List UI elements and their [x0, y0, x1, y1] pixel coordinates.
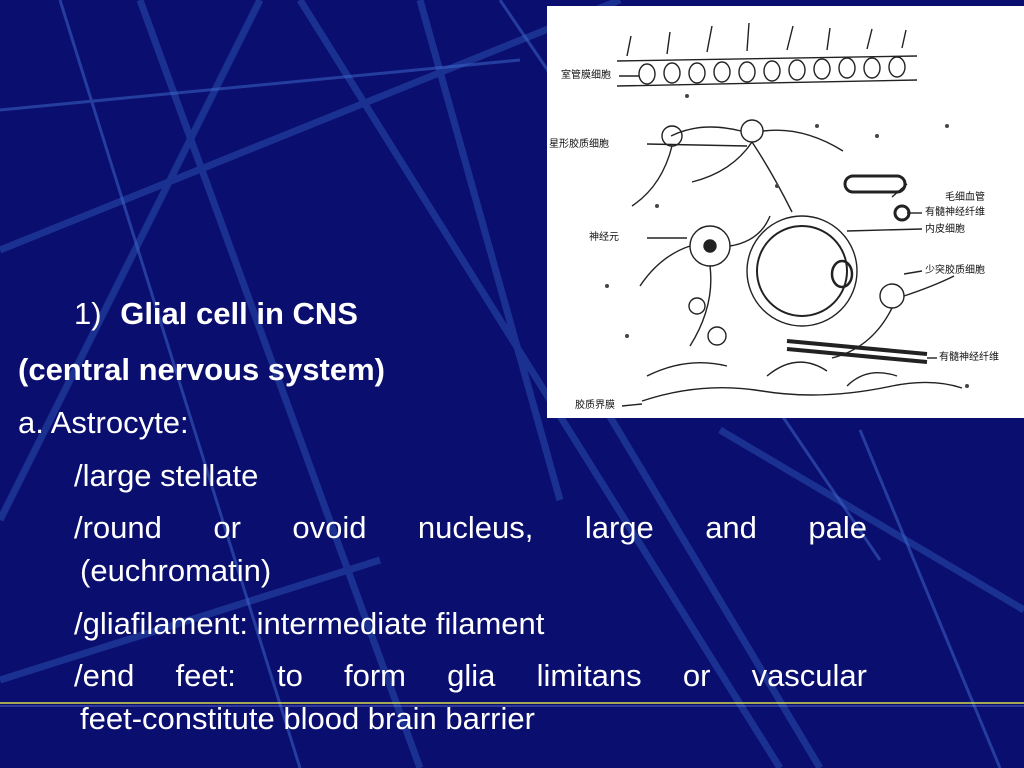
- word: and: [705, 510, 757, 545]
- label-myelinated-fiber-1: 有髓神经纤维: [925, 207, 985, 218]
- label-neuron: 神经元: [589, 232, 619, 243]
- word: form: [344, 658, 406, 693]
- label-ependymal-cell: 室管膜细胞: [561, 70, 611, 81]
- bullet-large-stellate: /large stellate: [74, 458, 259, 493]
- label-oligodendrocyte: 少突胶质细胞: [925, 265, 985, 276]
- bullet-end-feet-continued: feet-constitute blood brain barrier: [80, 701, 535, 736]
- word: glia: [447, 658, 496, 693]
- word: limitans: [536, 658, 642, 693]
- word: or: [213, 510, 241, 545]
- label-capillary: 毛细血管: [945, 192, 985, 203]
- heading-line: 1) Glial cell in CNS: [74, 296, 358, 332]
- heading-subtitle: (central nervous system): [18, 352, 385, 387]
- word: feet:: [175, 658, 236, 693]
- label-glia-limitans: 胶质界膜: [575, 400, 615, 411]
- diagram-drawing: [605, 22, 969, 407]
- label-astrocyte: 星形胶质细胞: [549, 139, 609, 150]
- word: or: [682, 658, 711, 693]
- word: large: [584, 510, 654, 545]
- bullet-end-feet: /end feet: to form glia limitans or vascular: [74, 658, 867, 694]
- word: ovoid: [292, 510, 367, 545]
- bullet-gliafilament: /gliafilament: intermediate filament: [74, 606, 545, 641]
- bullet-nucleus-continued: (euchromatin): [80, 553, 272, 588]
- heading-title: Glial cell in CNS: [120, 296, 358, 331]
- word: /end: [74, 658, 135, 693]
- word: vascular: [751, 658, 867, 693]
- word: to: [276, 658, 303, 693]
- label-myelinated-fiber-2: 有髓神经纤维: [939, 352, 999, 363]
- label-endothelial-cell: 内皮细胞: [925, 224, 965, 235]
- heading-number: 1): [74, 296, 102, 331]
- word: pale: [808, 510, 867, 545]
- section-label: a. Astrocyte:: [18, 405, 189, 440]
- word: /round: [74, 510, 162, 545]
- glial-cell-diagram: 室管膜细胞 星形胶质细胞 毛细血管 有髓神经纤维 内皮细胞 神经元 少突胶质细胞…: [547, 6, 1024, 418]
- bullet-nucleus: /round or ovoid nucleus, large and pale: [74, 510, 867, 546]
- word: nucleus,: [417, 510, 534, 545]
